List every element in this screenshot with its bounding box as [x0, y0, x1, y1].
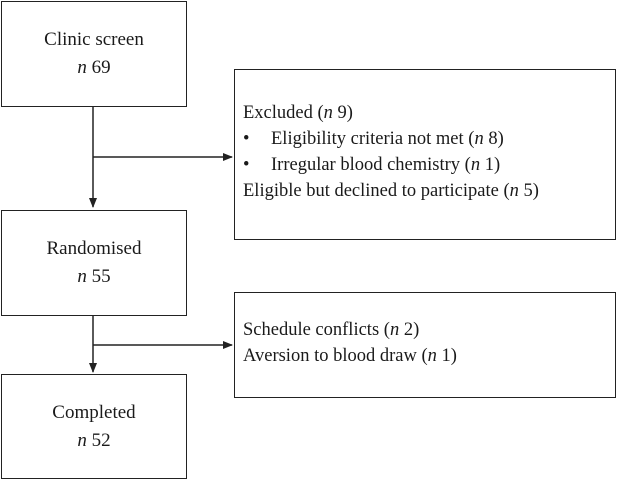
n-symbol: n [427, 346, 437, 366]
bullet-icon: • [243, 129, 250, 149]
excluded-bullet-item: • Irregular blood chemistry (n 1) [243, 152, 615, 178]
n-symbol: n [470, 155, 481, 175]
declined-line: Eligible but declined to participate (n … [243, 178, 615, 204]
n-symbol: n [77, 266, 87, 287]
bullet-count: 8) [483, 129, 504, 149]
withdrawal-reason-item: Aversion to blood draw (n 1) [243, 343, 615, 369]
randomised-label: Randomised [46, 238, 142, 259]
n-symbol: n [389, 320, 400, 340]
bullet-label: Eligibility criteria not met ( [271, 129, 475, 149]
reason-count: 1) [436, 346, 457, 366]
bullet-count: 1) [480, 155, 501, 175]
declined-count: 5) [518, 181, 539, 201]
count-value: 52 [91, 429, 111, 451]
excluded-heading: Excluded (n 9) [243, 100, 615, 126]
n-symbol: n [474, 129, 484, 149]
completed-label: Completed [52, 401, 136, 423]
reason-count: 2) [399, 320, 420, 340]
withdrawal-reasons-box: Schedule conflicts (n 2) Aversion to blo… [234, 292, 616, 398]
excluded-heading-label: Excluded ( [243, 103, 324, 123]
bullet-icon: • [243, 155, 250, 175]
n-symbol: n [77, 57, 87, 78]
n-symbol: n [77, 429, 87, 451]
bullet-label: Irregular blood chemistry ( [271, 155, 471, 175]
n-symbol: n [509, 181, 519, 201]
reason-label: Aversion to blood draw ( [243, 346, 428, 366]
n-symbol: n [323, 103, 333, 123]
reason-label: Schedule conflicts ( [243, 320, 390, 340]
withdrawal-reason-item: Schedule conflicts (n 2) [243, 317, 615, 343]
clinic-screen-box: Clinic screen n 69 [1, 1, 187, 107]
excluded-box: Excluded (n 9) •Eligibility criteria not… [234, 69, 616, 240]
count-value: 55 [91, 266, 111, 287]
excluded-heading-count: 9) [332, 103, 353, 123]
completed-count: n 52 [77, 427, 110, 455]
randomised-count: n 55 [77, 263, 110, 291]
completed-box: Completed n 52 [1, 374, 187, 479]
excluded-bullet-item: • Eligibility criteria not met (n 8) [243, 126, 615, 152]
clinic-screen-count: n 69 [77, 54, 110, 82]
count-value: 69 [91, 57, 111, 78]
declined-label: Eligible but declined to participate ( [243, 181, 510, 201]
randomised-box: Randomised n 55 [1, 210, 187, 316]
clinic-screen-label: Clinic screen [44, 29, 144, 50]
